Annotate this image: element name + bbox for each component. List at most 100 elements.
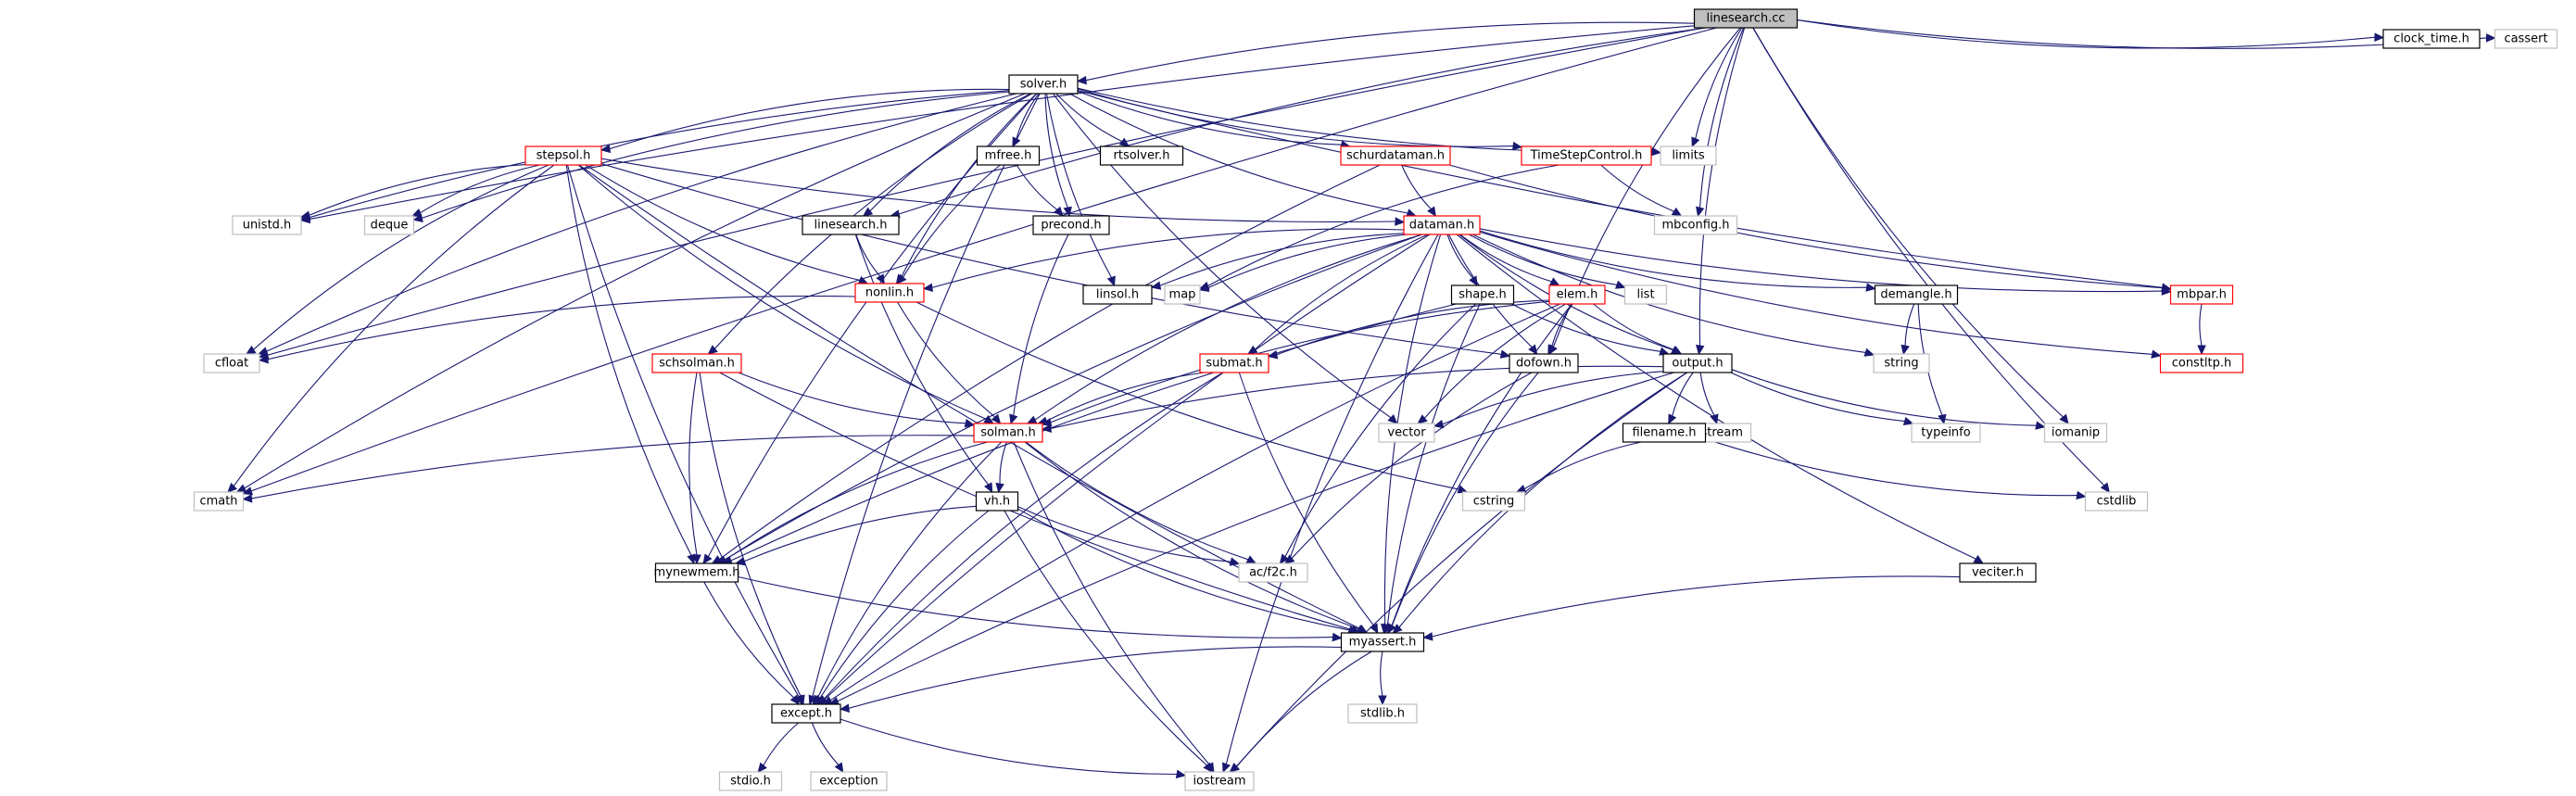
node-cfloat[interactable]: cfloat [203, 353, 260, 373]
node-dofown-h[interactable]: dofown.h [1509, 353, 1579, 373]
node-label: veciter.h [1972, 566, 2024, 580]
edge-stepsol-h-to-dofown-h [600, 163, 1511, 359]
arrowhead [796, 694, 805, 706]
arrowhead [896, 273, 907, 284]
arrowhead [702, 553, 713, 564]
node-vh-h[interactable]: vh.h [975, 491, 1019, 512]
node-schsolman-h[interactable]: schsolman.h [651, 353, 742, 373]
node-list[interactable]: list [1623, 284, 1668, 305]
edge-linesearch-cc-to-mbconfig-h [1696, 27, 1745, 218]
node-box [1340, 632, 1425, 652]
edge-solver-h-to-except-h [808, 93, 1041, 706]
node-cassert[interactable]: cassert [2494, 29, 2558, 49]
node-box [1662, 353, 1733, 373]
node-string[interactable]: string [1873, 353, 1930, 373]
node-mbpar-h[interactable]: mbpar.h [2169, 284, 2234, 305]
node-veciter-h[interactable]: veciter.h [1959, 562, 2037, 583]
edge-schsolman-h-to-myassert-h [719, 372, 1361, 634]
node-box [1873, 353, 1930, 373]
node-solman-h[interactable]: solman.h [973, 423, 1043, 443]
edge-vh-h-to-iostream [1004, 510, 1213, 773]
node-linesearch-h[interactable]: linesearch.h [802, 215, 900, 235]
node-ac-f2c-h[interactable]: ac/f2c.h [1238, 562, 1308, 583]
node-stepsol-h[interactable]: stepsol.h [524, 145, 602, 166]
node-iostream[interactable]: iostream [1184, 771, 1255, 791]
node-shape-h[interactable]: shape.h [1450, 284, 1515, 305]
node-vector[interactable]: vector [1378, 423, 1435, 443]
node-demangle-h[interactable]: demangle.h [1874, 284, 1959, 305]
edge-dataman-h-to-mynewmem-h [715, 234, 1422, 564]
node-label: stdlib.h [1360, 707, 1405, 721]
node-rtsolver-h[interactable]: rtsolver.h [1099, 145, 1184, 166]
node-dataman-h[interactable]: dataman.h [1403, 215, 1481, 235]
arrowhead [1245, 555, 1257, 564]
edge-stepsol-h-to-mynewmem-h [565, 164, 696, 565]
node-box [1521, 145, 1652, 166]
node-box [2382, 29, 2481, 49]
arrowhead [1973, 554, 1985, 564]
node-iomanip[interactable]: iomanip [2043, 423, 2108, 443]
node-nonlin-h[interactable]: nonlin.h [854, 283, 925, 303]
node-cmath[interactable]: cmath [193, 491, 245, 512]
node-clock-time-h[interactable]: clock_time.h [2382, 29, 2481, 49]
node-submat-h[interactable]: submat.h [1199, 353, 1269, 373]
arrowhead [1528, 344, 1538, 355]
node-label: rtsolver.h [1114, 149, 1170, 163]
node-solver-h[interactable]: solver.h [1008, 74, 1079, 95]
node-myassert-h[interactable]: myassert.h [1340, 632, 1425, 652]
node-constltp-h[interactable]: constltp.h [2159, 353, 2244, 373]
arrowhead [1229, 557, 1241, 566]
edge-dataman-h-to-veciter-h [1456, 234, 1985, 564]
arrowhead [242, 494, 253, 503]
node-stdlib-h[interactable]: stdlib.h [1347, 703, 1418, 724]
node-elem-h[interactable]: elem.h [1548, 284, 1606, 305]
node-label: clock_time.h [2393, 32, 2469, 46]
edge-myassert-h-to-stdlib-h [1378, 651, 1387, 706]
node-schurdataman-h[interactable]: schurdataman.h [1340, 145, 1451, 166]
node-cstring[interactable]: cstring [1461, 491, 1526, 512]
edge-schsolman-h-to-except-h [699, 372, 805, 706]
node-mynewmem-h[interactable]: mynewmem.h [654, 562, 740, 583]
node-stdio-h[interactable]: stdio.h [718, 771, 783, 791]
node-output-h[interactable]: output.h [1662, 353, 1733, 373]
edge-elem-h-to-except-h [822, 303, 1560, 705]
arrowhead [1865, 283, 1876, 292]
edge-dataman-h-to-except-h [817, 234, 1431, 705]
node-box [1693, 8, 1799, 29]
edge-linesearch-cc-to-cfloat [258, 27, 1706, 360]
node-typeinfo[interactable]: typeinfo [1911, 423, 1981, 443]
node-mbconfig-h[interactable]: mbconfig.h [1653, 215, 1738, 235]
node-except-h[interactable]: except.h [771, 703, 841, 724]
node-box [1622, 423, 1707, 443]
edge-solman-h-to-cmath [242, 435, 975, 503]
node-mfree-h[interactable]: mfree.h [976, 145, 1041, 166]
node-box [1347, 703, 1418, 724]
arrowhead [1203, 762, 1213, 773]
edge-mfree-h-to-precond-h [1016, 164, 1064, 217]
node-limits[interactable]: limits [1660, 145, 1717, 166]
node-label: typeinfo [1921, 426, 1970, 440]
node-box [771, 703, 841, 724]
node-timestepcontrol-h[interactable]: TimeStepControl.h [1521, 145, 1652, 166]
node-cstdlib[interactable]: cstdlib [2084, 491, 2149, 512]
edge-elem-h-to-myassert-h [1386, 303, 1572, 635]
arrowhead [2374, 32, 2385, 42]
arrowhead [2076, 490, 2087, 500]
arrowhead [2059, 413, 2069, 424]
arrowhead [991, 413, 1002, 424]
node-deque[interactable]: deque [363, 215, 415, 235]
edge-solman-h-to-iostream [1013, 441, 1215, 774]
node-map[interactable]: map [1164, 284, 1201, 305]
arrowhead [1499, 349, 1511, 359]
edge-linesearch-cc-to-cmath [242, 27, 1717, 496]
edge-dataman-h-to-constltp-h [1479, 231, 2162, 359]
arrowhead [1332, 632, 1343, 642]
node-unistd-h[interactable]: unistd.h [232, 215, 302, 235]
node-filename-h[interactable]: filename.h [1622, 423, 1707, 443]
edge-stepsol-h-to-dataman-h [600, 158, 1406, 226]
node-linesearch-cc[interactable]: linesearch.cc [1693, 8, 1799, 29]
node-linsol-h[interactable]: linsol.h [1082, 284, 1153, 305]
node-exception[interactable]: exception [810, 771, 888, 791]
node-precond-h[interactable]: precond.h [1032, 215, 1110, 235]
arrowhead [1469, 275, 1478, 287]
